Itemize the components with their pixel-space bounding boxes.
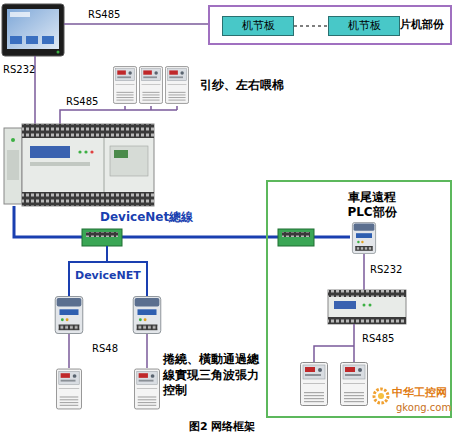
- bus-label: DeviceNET: [75, 269, 141, 282]
- bus-label: RS485: [66, 96, 98, 108]
- node-text: 机节板: [223, 19, 293, 33]
- dashed-connector: [294, 25, 328, 27]
- watermark: 中华工控网: [392, 386, 447, 399]
- device-label: 引纱、左右喂棉: [200, 78, 284, 92]
- single-chip-group: 单片机部份机节板机节板: [208, 5, 452, 45]
- node-text: 机节板: [329, 19, 399, 33]
- node-text: 車尾遠程 PLC部份: [340, 190, 404, 220]
- bus-label: RS485: [88, 9, 120, 21]
- bus-label: RS485: [362, 333, 394, 345]
- watermark: gkong.com: [396, 402, 451, 414]
- function-note: 捲繞、橫動通過總線實現三角波張力控制: [163, 352, 261, 399]
- bus-label: RS232: [3, 64, 35, 76]
- bus-label: RS232: [370, 264, 402, 276]
- bus-title: DeviceNet總線: [100, 210, 193, 224]
- board-box: 机节板: [328, 16, 400, 36]
- board-box: 机节板: [222, 16, 294, 36]
- bus-label: RS48: [92, 343, 118, 355]
- remote-plc-region: 車尾遠程 PLC部份: [266, 180, 452, 418]
- figure-caption: 图2 网络框架: [189, 420, 255, 433]
